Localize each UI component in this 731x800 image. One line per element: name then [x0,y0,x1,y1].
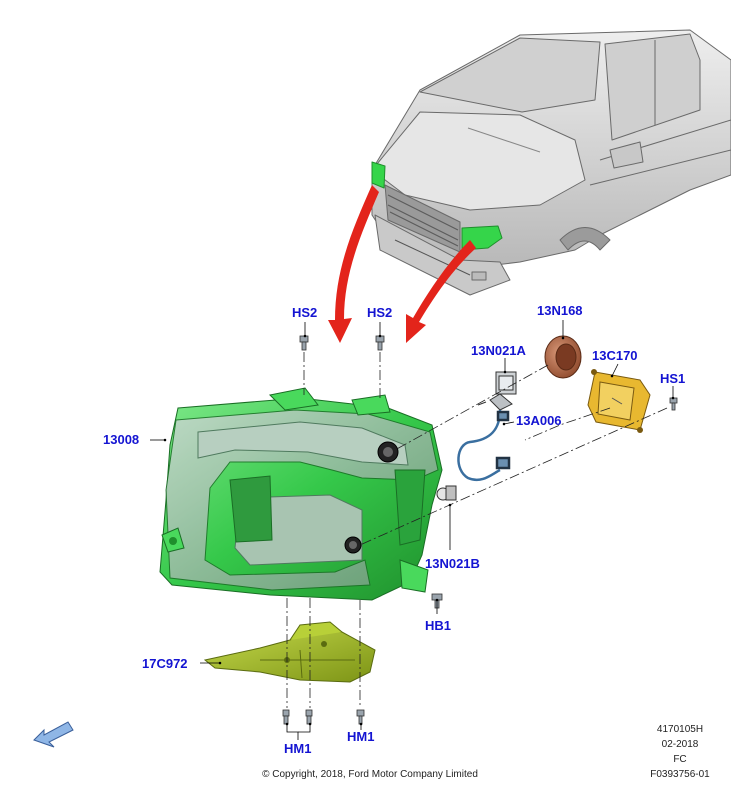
front-direction-arrow-icon [33,721,74,748]
callout-13008: 13008 [103,432,140,447]
harness-13A006 [457,409,511,482]
module-13C170 [587,369,651,433]
date-code: 02-2018 [661,739,699,750]
callout-13N021A: 13N021A [471,343,526,358]
copyright-notice: © Copyright, 2018, Ford Motor Company Li… [262,769,478,780]
headlamp-assembly-13008 [159,387,443,601]
callout-13C170: 13C170 [592,348,638,363]
bulb-13N021A [477,371,517,411]
callout-hs1: HS1 [660,371,686,386]
alignment-lines [286,352,668,708]
callout-13A006: 13A006 [516,413,562,428]
figure-id: F0393756-01 [650,769,710,780]
leader-lines [150,320,675,740]
market-code: FC [673,754,687,765]
cap-13N168 [544,335,582,379]
location-arrows [328,185,476,343]
callout-17C972: 17C972 [142,656,188,671]
ref-number: 4170105H [656,724,704,735]
callout-hs2-right: HS2 [367,305,393,320]
fasteners [282,335,678,725]
callout-13N021B: 13N021B [425,556,480,571]
callout-hm1-left: HM1 [284,741,312,756]
callout-hm1-right: HM1 [347,729,375,744]
callout-hs2-left: HS2 [292,305,318,320]
callout-hb1: HB1 [425,618,452,633]
bulb-13N021B [436,485,457,501]
truck-illustration [371,29,731,296]
callout-13N168: 13N168 [537,303,583,318]
bracket-17C972 [203,621,376,683]
